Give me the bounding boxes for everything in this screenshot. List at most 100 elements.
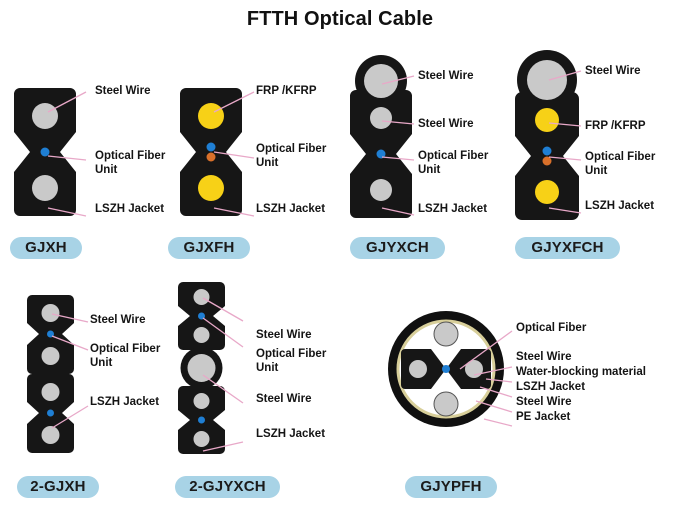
label-gjxh-lszh-jacket: LSZH Jacket (95, 203, 165, 215)
leader-steel-wire-bottom (475, 400, 513, 413)
leader-fiber-unit (548, 156, 582, 161)
steel-wire-2 (193, 327, 210, 343)
badge-gjyxfch: GJYXFCH (515, 237, 620, 259)
cable-diagram-2-gjyxch (178, 282, 225, 454)
steel-wire-left (409, 360, 427, 378)
water-blocking-material (396, 319, 496, 419)
leader-steel-wire (548, 70, 582, 81)
leader-water-blocking (485, 378, 513, 383)
label-gjyxch-lszh-jacket: LSZH Jacket (418, 203, 488, 215)
optical-fiber (442, 365, 450, 373)
optical-fiber-unit (376, 149, 386, 159)
label-gjypfh-lszh-jacket: LSZH Jacket (516, 381, 586, 393)
frp-kfrp-bottom (198, 175, 224, 201)
label-gjypfh-steel-wire-top: Steel Wire (516, 351, 572, 363)
leader-fiber-unit (381, 156, 415, 161)
label-2-gjyxch-steel-wire-messenger: Steel Wire (256, 393, 312, 405)
leader-steel-wire-messenger (202, 374, 244, 404)
badge-2-gjxh: 2-GJXH (17, 476, 99, 498)
gjyxch-leader-lines (381, 75, 415, 216)
steel-wire-1 (41, 304, 60, 322)
badge-gjxh: GJXH (10, 237, 82, 259)
leader-fiber-unit (213, 151, 255, 159)
label-gjypfh-water-blocking-material: Water-blocking material (516, 366, 646, 378)
leader-frp-kfrp (213, 91, 255, 113)
label-2-gjxh-steel-wire: Steel Wire (90, 314, 146, 326)
label-2-gjyxch-lszh-jacket: LSZH Jacket (256, 428, 326, 440)
badge-gjxfh: GJXFH (168, 237, 250, 259)
cable-diagram-gjxfh (180, 88, 242, 216)
gjxh-cross-section (14, 88, 76, 216)
leader-fiber-unit (202, 317, 244, 348)
optical-fiber-unit-blue (206, 142, 216, 152)
frp-kfrp-bottom (535, 180, 559, 204)
steel-wire-1 (193, 289, 210, 305)
leader-steel-wire-messenger (381, 75, 415, 85)
leader-steel-wire-top (473, 366, 513, 376)
steel-wire-bottom (433, 391, 459, 417)
label-gjxfh-frp-kfrp: FRP /KFRP (256, 85, 317, 97)
leader-lszh-jacket (51, 405, 89, 429)
gjypfh-cross-section (388, 311, 504, 427)
badge-gjypfh: GJYPFH (405, 476, 497, 498)
label-2-gjyxch-steel-wire: Steel Wire (256, 329, 312, 341)
leader-fiber-unit (51, 335, 89, 351)
steel-wire-4 (41, 426, 60, 444)
steel-wire-bottom (370, 179, 392, 201)
optical-fiber-unit (40, 147, 50, 157)
steel-wire-messenger (364, 64, 398, 98)
label-gjypfh-optical-fiber: Optical Fiber (516, 322, 587, 334)
label-gjyxch-steel-wire-messenger: Steel Wire (418, 70, 474, 82)
steel-wire-messenger (187, 354, 216, 382)
label-gjxh-steel-wire: Steel Wire (95, 85, 151, 97)
leader-steel-wire (51, 313, 89, 323)
2-gjxh-leader-lines (51, 313, 89, 429)
gjyxfch-leader-lines (548, 70, 582, 214)
2-gjyxch-leader-lines (202, 297, 244, 452)
label-gjyxfch-lszh-jacket: LSZH Jacket (585, 200, 655, 212)
steel-wire-bottom (32, 175, 58, 201)
badge-gjyxch: GJYXCH (350, 237, 445, 259)
label-gjxh-optical-fiber-unit: Optical Fiber Unit (95, 150, 166, 176)
lszh-jacket-shape (180, 88, 242, 216)
steel-wire-4 (193, 431, 210, 447)
label-gjypfh-pe-jacket: PE Jacket (516, 411, 571, 423)
steel-wire-top (433, 321, 459, 347)
gjypfh-leader-lines (459, 330, 513, 427)
label-gjypfh-steel-wire-bottom: Steel Wire (516, 396, 572, 408)
steel-wire-3 (41, 383, 60, 401)
label-gjyxfch-optical-fiber-unit: Optical Fiber Unit (585, 151, 656, 177)
leader-optical-fiber (459, 330, 513, 370)
frp-kfrp-top (198, 103, 224, 129)
leader-lszh-jacket (381, 207, 415, 216)
leader-steel-wire (47, 91, 87, 113)
steel-wire-2 (41, 347, 60, 365)
cable-diagram-gjypfh (387, 310, 505, 428)
leader-lszh-jacket (479, 386, 513, 398)
leader-frp-kfrp (548, 122, 582, 127)
leader-lszh-jacket (47, 207, 87, 217)
label-2-gjxh-optical-fiber-unit: Optical Fiber Unit (90, 343, 161, 369)
2-gjxh-cross-section (27, 295, 74, 453)
label-gjyxch-optical-fiber-unit: Optical Fiber Unit (418, 150, 489, 176)
steel-wire-top (370, 107, 392, 129)
label-2-gjyxch-optical-fiber-unit: Optical Fiber Unit (256, 348, 327, 374)
steel-wire-messenger (527, 60, 567, 100)
leader-pe-jacket (483, 418, 513, 427)
cable-diagram-2-gjxh (27, 295, 74, 453)
frp-kfrp-top (535, 108, 559, 132)
leader-fiber-unit (47, 155, 87, 161)
label-gjyxfch-steel-wire: Steel Wire (585, 65, 641, 77)
gjxfh-leader-lines (213, 91, 255, 217)
optical-fiber-unit-orange (542, 156, 552, 166)
label-gjxfh-optical-fiber-unit: Optical Fiber Unit (256, 143, 327, 169)
page-title: FTTH Optical Cable (246, 8, 434, 30)
badge-2-gjyxch: 2-GJYXCH (175, 476, 280, 498)
leader-lszh-jacket (202, 441, 244, 452)
optical-fiber-unit-2 (198, 416, 205, 424)
2-gjyxch-cross-section (178, 282, 225, 454)
optical-fiber-unit-blue (542, 146, 552, 156)
gjxh-leader-lines (47, 91, 87, 217)
leader-lszh-jacket (548, 207, 582, 214)
steel-wire-3 (193, 393, 210, 409)
